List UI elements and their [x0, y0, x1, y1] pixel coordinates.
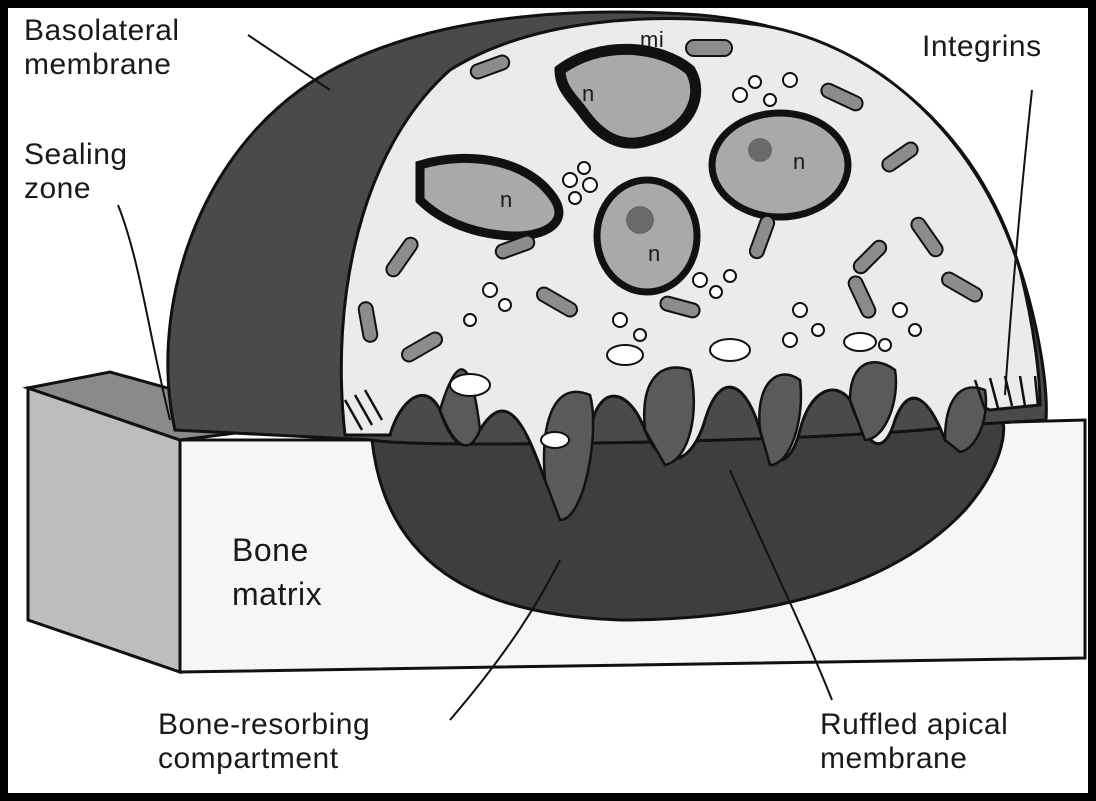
organelle-mi-label: mi: [640, 28, 664, 52]
nucleolus-1: [626, 206, 654, 234]
label-bone-resorbing-compartment: Bone-resorbing compartment: [158, 708, 370, 776]
label-sealing-zone: Sealing zone: [24, 138, 128, 206]
nucleus-4: [712, 113, 848, 217]
label-integrins: Integrins: [922, 30, 1042, 64]
label-basolateral-membrane: Basolateral membrane: [24, 14, 180, 82]
label-bone-matrix: Bone matrix: [232, 528, 322, 616]
nucleus-3: [597, 180, 697, 292]
nucleus-letter-2: n: [500, 188, 513, 212]
nucleus-letter-1: n: [582, 82, 595, 106]
label-ruffled-apical-membrane: Ruffled apical membrane: [820, 708, 1008, 776]
nucleolus-2: [748, 138, 772, 162]
leader-basolateral: [248, 35, 330, 90]
nucleus-letter-4: n: [793, 150, 806, 174]
nucleus-letter-3: n: [648, 242, 661, 266]
